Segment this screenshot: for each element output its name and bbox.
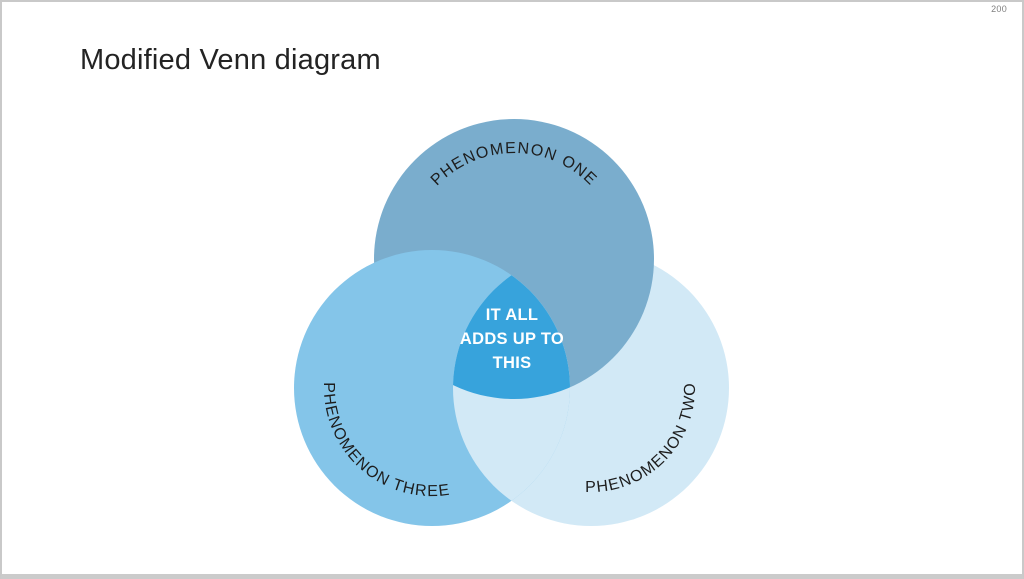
venn-center-text-line1: IT ALL xyxy=(486,306,539,324)
slide-number: 200 xyxy=(991,4,1007,14)
venn-center-text-line2: ADDS UP TO xyxy=(460,330,564,348)
slide-title: Modified Venn diagram xyxy=(80,44,381,76)
venn-center-shape xyxy=(453,250,570,399)
venn-center-text-line3: THIS xyxy=(493,354,532,372)
